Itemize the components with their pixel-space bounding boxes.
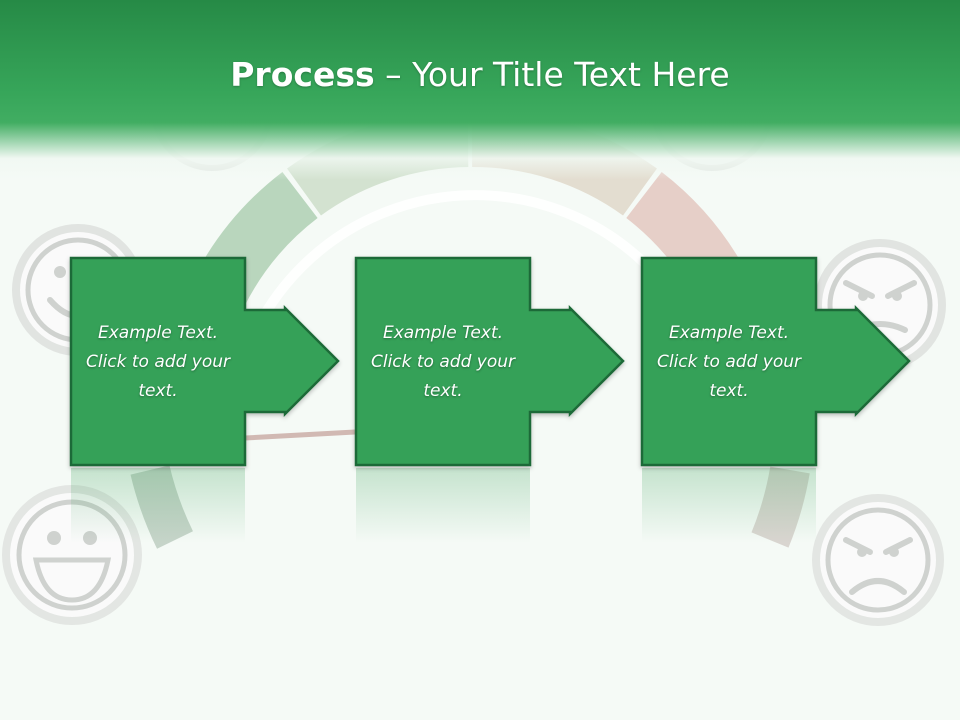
step-1-text[interactable]: Example Text. Click to add your text. [71,258,245,466]
step-3-text[interactable]: Example Text. Click to add your text. [642,258,816,466]
step-1-label: Example Text. Click to add your text. [85,322,230,401]
slide-title[interactable]: Process – Your Title Text Here [0,52,960,98]
step-3-label: Example Text. Click to add your text. [656,322,801,401]
title-bold: Process [230,55,375,94]
step-1-arrow[interactable] [69,256,340,467]
title-rest: – Your Title Text Here [374,55,730,94]
step-2-text[interactable]: Example Text. Click to add your text. [356,258,530,466]
step-3-arrow[interactable] [640,256,911,467]
frowning-face-icon [812,494,944,626]
header-band [0,0,960,180]
step-2-arrow[interactable] [354,256,625,467]
step-2-label: Example Text. Click to add your text. [370,322,515,401]
